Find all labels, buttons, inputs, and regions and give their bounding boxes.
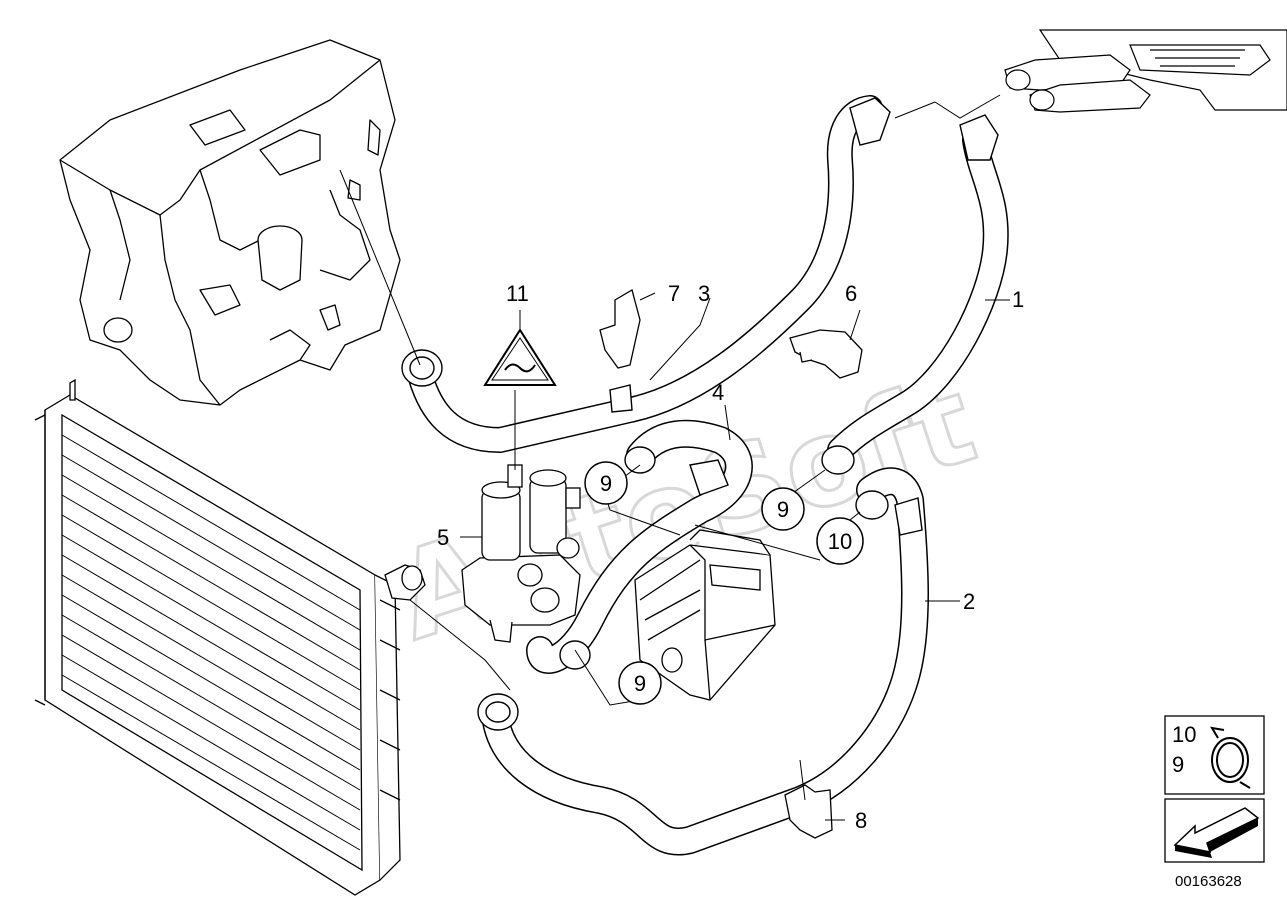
- legend-label-10: 10: [1172, 722, 1196, 747]
- circled-callout-9-lower: 9: [618, 661, 662, 705]
- svg-text:10: 10: [828, 529, 852, 554]
- control-unit-drawing: [634, 529, 776, 701]
- bracket-6-drawing: [789, 329, 863, 379]
- water-pump-drawing: [461, 464, 581, 643]
- clip-7-drawing: [599, 289, 641, 369]
- clip-8-drawing: [784, 784, 833, 839]
- callout-5: 5: [437, 525, 449, 550]
- legend-arrow-box: [1164, 798, 1265, 863]
- diagram-reference-number: 00163628: [1175, 873, 1242, 890]
- callout-8: 8: [855, 808, 867, 833]
- svg-text:9: 9: [777, 497, 789, 522]
- hose-fittings: [401, 97, 999, 731]
- legend-clamp-box: 10 9: [1164, 715, 1265, 795]
- callout-7: 7: [668, 281, 680, 306]
- legend-label-9: 9: [1172, 752, 1184, 777]
- callout-1: 1: [1012, 287, 1024, 312]
- engine-block-drawing: [59, 39, 401, 406]
- heater-core-drawing: [1004, 29, 1287, 113]
- callout-3: 3: [698, 281, 710, 306]
- circled-callout-9-upper: 9: [584, 461, 628, 505]
- circled-callouts: 9 9 9 10: [584, 461, 864, 705]
- warning-label-11: [483, 328, 557, 386]
- callout-11: 11: [506, 281, 529, 306]
- callout-6: 6: [845, 281, 857, 306]
- radiator-drawing: [34, 378, 426, 896]
- direction-arrow-icon: [1173, 807, 1260, 858]
- svg-text:9: 9: [600, 471, 612, 496]
- circled-callout-10: 10: [816, 517, 864, 565]
- callout-4: 4: [712, 380, 724, 405]
- hose-clamp-icon: [1210, 726, 1251, 789]
- callout-2: 2: [963, 589, 975, 614]
- part-callouts: 1 2 3 4 5 6 7 8 11: [437, 281, 1024, 833]
- circled-callout-9-right: 9: [761, 487, 805, 531]
- svg-text:9: 9: [634, 671, 646, 696]
